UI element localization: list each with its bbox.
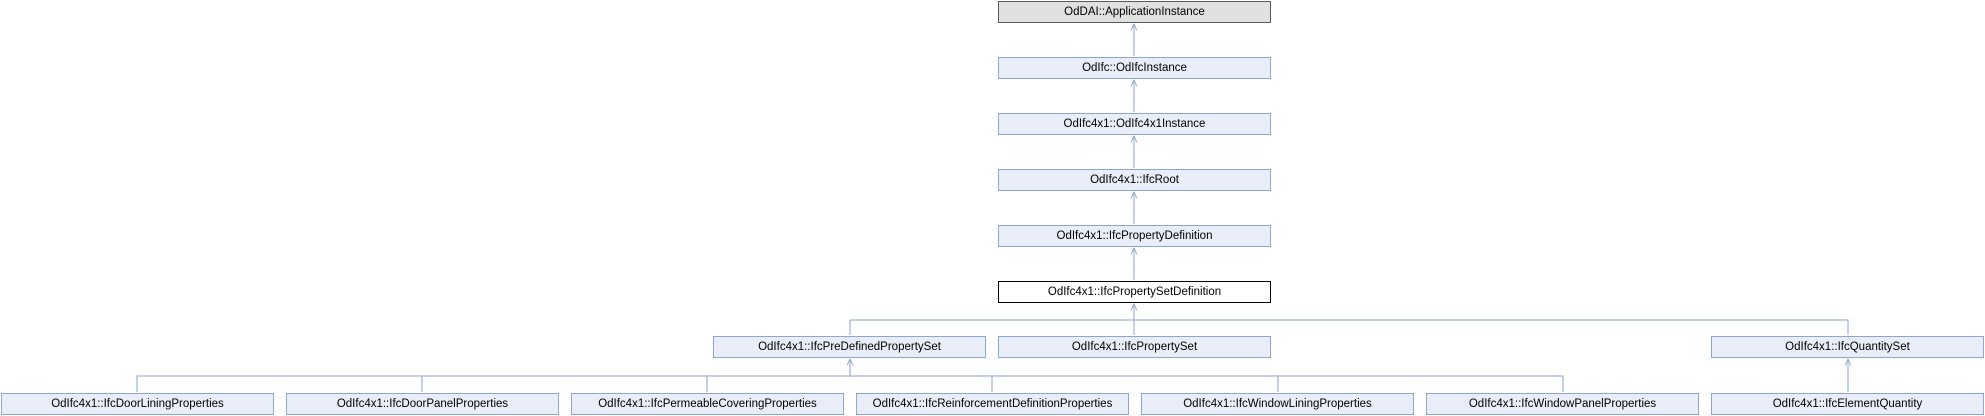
node-ifc-door-lining-properties[interactable]: OdIfc4x1::IfcDoorLiningProperties (1, 393, 274, 415)
node-odifc4x1-instance[interactable]: OdIfc4x1::OdIfc4x1Instance (998, 113, 1271, 135)
node-ifc-door-panel-properties[interactable]: OdIfc4x1::IfcDoorPanelProperties (286, 393, 559, 415)
node-ifc-property-set-definition: OdIfc4x1::IfcPropertySetDefinition (998, 281, 1271, 303)
node-ifc-element-quantity[interactable]: OdIfc4x1::IfcElementQuantity (1711, 393, 1984, 415)
node-application-instance[interactable]: OdDAI::ApplicationInstance (998, 1, 1271, 23)
node-ifc-reinforcement-definition-properties[interactable]: OdIfc4x1::IfcReinforcementDefinitionProp… (856, 393, 1129, 415)
node-ifc-quantity-set[interactable]: OdIfc4x1::IfcQuantitySet (1711, 336, 1984, 358)
node-odifc-instance[interactable]: OdIfc::OdIfcInstance (998, 57, 1271, 79)
node-ifc-window-panel-properties[interactable]: OdIfc4x1::IfcWindowPanelProperties (1426, 393, 1699, 415)
node-ifc-root[interactable]: OdIfc4x1::IfcRoot (998, 169, 1271, 191)
edge-predefined-bus (136, 375, 1564, 392)
node-ifc-predefined-property-set[interactable]: OdIfc4x1::IfcPreDefinedPropertySet (713, 336, 986, 358)
node-ifc-permeable-covering-properties[interactable]: OdIfc4x1::IfcPermeableCoveringProperties (571, 393, 844, 415)
node-ifc-property-set[interactable]: OdIfc4x1::IfcPropertySet (998, 336, 1271, 358)
node-ifc-window-lining-properties[interactable]: OdIfc4x1::IfcWindowLiningProperties (1141, 393, 1414, 415)
node-ifc-property-definition[interactable]: OdIfc4x1::IfcPropertyDefinition (998, 225, 1271, 247)
edge-level7-bus (849, 319, 1849, 335)
